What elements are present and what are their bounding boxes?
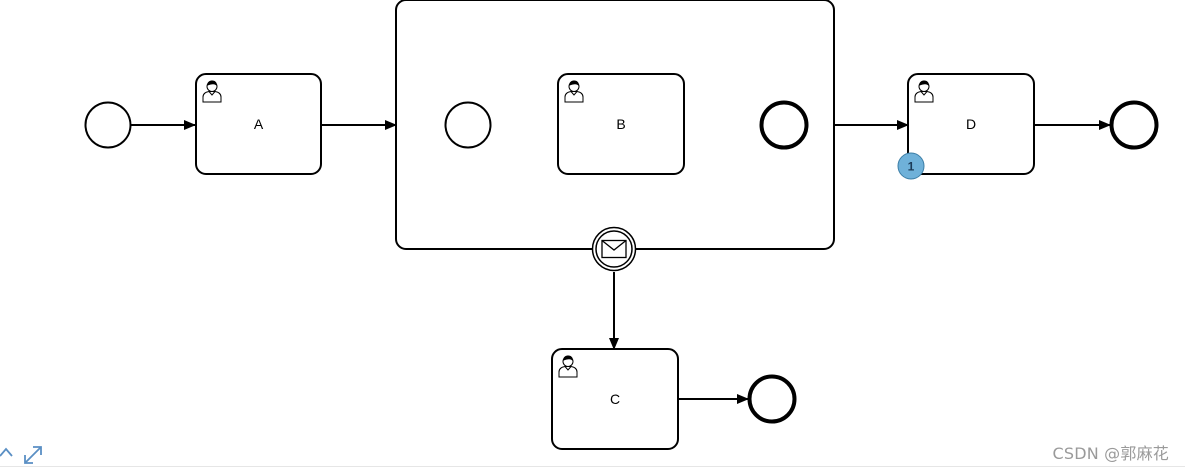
task-d-label: D (966, 116, 976, 132)
subprocess-end-event[interactable] (759, 100, 809, 150)
task-a[interactable]: A (195, 73, 322, 175)
task-b-label: B (616, 116, 625, 132)
task-c-label: C (610, 391, 620, 407)
chevron-up-icon[interactable] (0, 444, 20, 464)
task-b[interactable]: B (557, 73, 685, 175)
boundary-message-event[interactable] (591, 226, 637, 272)
subprocess[interactable]: B (395, 0, 835, 250)
envelope-icon (601, 239, 627, 259)
task-d[interactable]: D 1 (897, 73, 1035, 180)
expand-arrows-icon[interactable] (22, 444, 42, 464)
task-d-shape[interactable] (907, 73, 1035, 175)
task-a-shape[interactable] (195, 73, 322, 175)
subprocess-start-event[interactable] (444, 101, 492, 149)
end-event[interactable] (1109, 100, 1159, 150)
task-a-label: A (254, 116, 264, 132)
badge-circle[interactable] (897, 152, 925, 180)
task-c-shape[interactable] (551, 348, 679, 450)
badge-count: 1 (908, 160, 915, 174)
canvas-bottom-border (0, 466, 1185, 467)
task-d-badge[interactable]: 1 (897, 152, 925, 180)
watermark-text: CSDN @郭麻花 (1052, 444, 1169, 463)
task-c[interactable]: C (551, 348, 679, 450)
end-event-c[interactable] (747, 374, 797, 424)
start-event[interactable] (84, 101, 132, 149)
task-b-shape[interactable] (557, 73, 685, 175)
